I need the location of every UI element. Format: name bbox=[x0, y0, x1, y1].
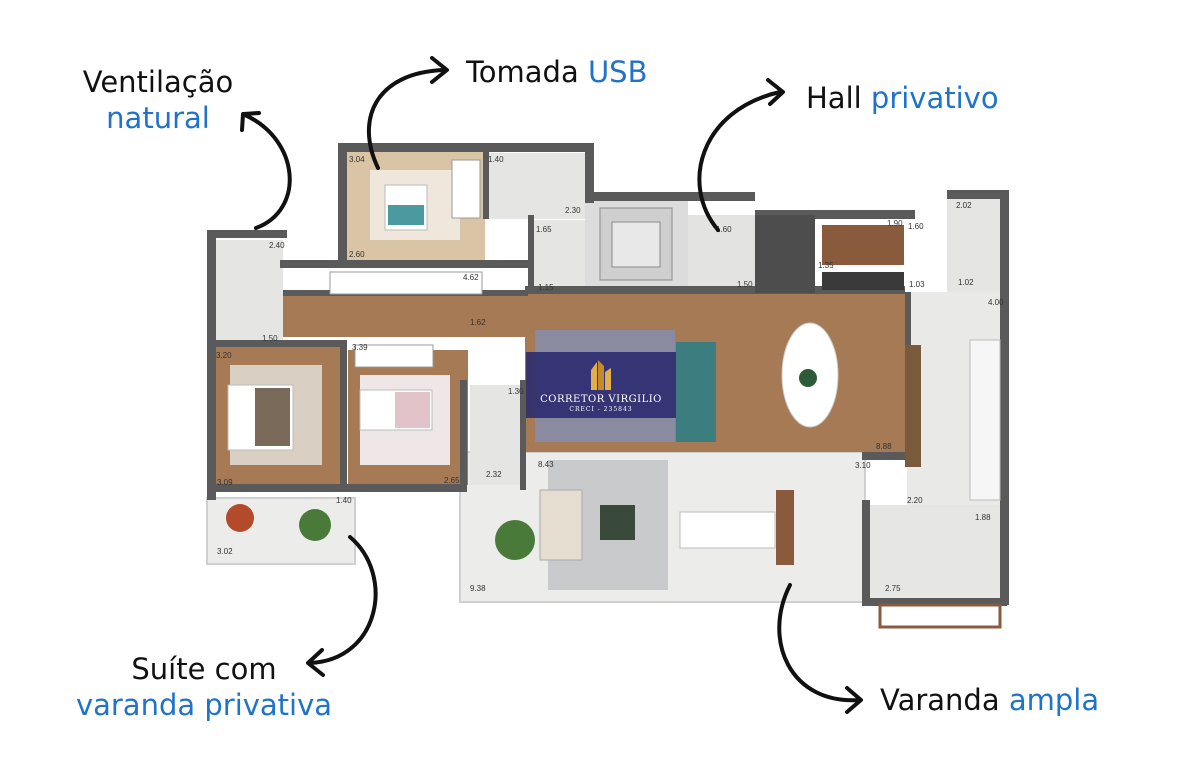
arrow-tomada bbox=[366, 68, 447, 170]
window-bottom bbox=[878, 603, 1002, 629]
svg-text:4.62: 4.62 bbox=[463, 273, 479, 282]
callout-varanda-highlight: ampla bbox=[1008, 683, 1100, 717]
lavabo bbox=[470, 385, 524, 485]
bathroom-top bbox=[483, 153, 591, 219]
arrows bbox=[240, 56, 863, 714]
callout-ventilacao: Ventilação natural bbox=[72, 64, 244, 136]
svg-text:1.40: 1.40 bbox=[488, 155, 504, 164]
svg-text:3.02: 3.02 bbox=[217, 547, 233, 556]
arrowhead-ventilacao bbox=[240, 111, 261, 132]
svg-text:1.50: 1.50 bbox=[262, 334, 278, 343]
corridor bbox=[283, 295, 528, 337]
arrowhead-tomada bbox=[430, 56, 449, 84]
svg-text:3.04: 3.04 bbox=[349, 155, 365, 164]
hall-floor bbox=[688, 215, 761, 293]
svg-text:2.32: 2.32 bbox=[486, 470, 502, 479]
terrace-bench bbox=[776, 490, 794, 565]
terrace-sofa bbox=[539, 489, 583, 561]
svg-text:1.35: 1.35 bbox=[818, 261, 834, 270]
coffee-table bbox=[600, 505, 635, 540]
watermark-creci: CRECI - 235843 bbox=[569, 406, 633, 413]
svg-text:1.88: 1.88 bbox=[975, 513, 991, 522]
svg-text:9.38: 9.38 bbox=[470, 584, 486, 593]
arrowhead-suite bbox=[306, 648, 325, 677]
svg-text:1.15: 1.15 bbox=[538, 283, 554, 292]
svg-text:1.30: 1.30 bbox=[508, 387, 524, 396]
sideboard bbox=[905, 345, 921, 467]
service-area bbox=[870, 505, 1004, 605]
callout-hall-text: Hall bbox=[806, 81, 862, 115]
svg-text:1.65: 1.65 bbox=[536, 225, 552, 234]
cooktop bbox=[822, 272, 904, 290]
callout-suite-line1: Suíte com bbox=[131, 652, 277, 686]
svg-text:2.75: 2.75 bbox=[885, 584, 901, 593]
sofa bbox=[676, 342, 716, 442]
kitchen-counter bbox=[969, 339, 1001, 501]
svg-text:8.88: 8.88 bbox=[876, 442, 892, 451]
bed-top-blanket bbox=[388, 205, 424, 225]
svg-text:2.40: 2.40 bbox=[269, 241, 285, 250]
bed-mid-blanket bbox=[395, 392, 430, 428]
dimension-labels: 3.04 1.40 2.30 1.65 1.15 1.60 1.50 1.90 … bbox=[216, 155, 1004, 593]
svg-text:1.62: 1.62 bbox=[470, 318, 486, 327]
svg-text:3.10: 3.10 bbox=[855, 461, 871, 470]
svg-text:2.30: 2.30 bbox=[565, 206, 581, 215]
arrowhead-hall bbox=[766, 78, 785, 106]
building-icon bbox=[591, 360, 611, 390]
callout-varanda-text: Varanda bbox=[880, 683, 1000, 717]
svg-text:1.60: 1.60 bbox=[908, 222, 924, 231]
svg-text:2.60: 2.60 bbox=[349, 250, 365, 259]
callout-hall-highlight: privativo bbox=[870, 81, 999, 115]
wardrobe-corridor bbox=[329, 271, 483, 295]
arrow-suite bbox=[308, 535, 378, 665]
watermark-name: CORRETOR VIRGILIO bbox=[540, 394, 662, 405]
svg-text:1.90: 1.90 bbox=[887, 219, 903, 228]
wardrobe-top bbox=[451, 159, 481, 219]
arrow-varanda bbox=[777, 583, 862, 703]
svg-text:2.65: 2.65 bbox=[444, 476, 460, 485]
svg-text:8.43: 8.43 bbox=[538, 460, 554, 469]
arrow-hall bbox=[697, 90, 782, 232]
svg-text:1.50: 1.50 bbox=[737, 280, 753, 289]
svg-text:3.39: 3.39 bbox=[352, 343, 368, 352]
callout-varanda: Varanda ampla bbox=[880, 682, 1099, 718]
callout-ventilacao-line2: natural bbox=[106, 101, 210, 135]
callout-suite-line2: varanda privativa bbox=[75, 688, 333, 722]
bathroom-mid bbox=[530, 220, 585, 292]
svg-text:1.03: 1.03 bbox=[909, 280, 925, 289]
svg-text:1.02: 1.02 bbox=[958, 278, 974, 287]
kitchen-cabinets bbox=[822, 225, 904, 265]
svg-text:2.20: 2.20 bbox=[907, 496, 923, 505]
bed-suite-blanket bbox=[255, 388, 290, 446]
callout-ventilacao-line1: Ventilação bbox=[82, 65, 234, 99]
arrowhead-varanda bbox=[845, 686, 863, 714]
bathroom-left bbox=[215, 240, 283, 340]
callout-hall: Hall privativo bbox=[806, 80, 999, 116]
chair-balcony bbox=[226, 504, 254, 532]
plant-terrace bbox=[495, 520, 535, 560]
bath-right bbox=[947, 196, 1004, 292]
svg-text:4.00: 4.00 bbox=[988, 298, 1004, 307]
terrace-table bbox=[679, 511, 776, 549]
svg-text:1.40: 1.40 bbox=[336, 496, 352, 505]
watermark-logo: CORRETOR VIRGILIO CRECI - 235843 bbox=[526, 352, 676, 418]
svg-text:3.09: 3.09 bbox=[217, 478, 233, 487]
svg-text:3.20: 3.20 bbox=[216, 351, 232, 360]
arrow-ventilacao bbox=[243, 113, 292, 230]
wardrobe-mid bbox=[354, 344, 434, 368]
plant-balcony bbox=[299, 509, 331, 541]
svg-text:1.60: 1.60 bbox=[716, 225, 732, 234]
callout-tomada-highlight: USB bbox=[587, 55, 648, 89]
svg-text:2.02: 2.02 bbox=[956, 201, 972, 210]
table-plant bbox=[799, 369, 817, 387]
callout-suite: Suíte com varanda privativa bbox=[66, 651, 342, 723]
callout-tomada-text: Tomada bbox=[466, 55, 579, 89]
callout-tomada: Tomada USB bbox=[466, 54, 647, 90]
